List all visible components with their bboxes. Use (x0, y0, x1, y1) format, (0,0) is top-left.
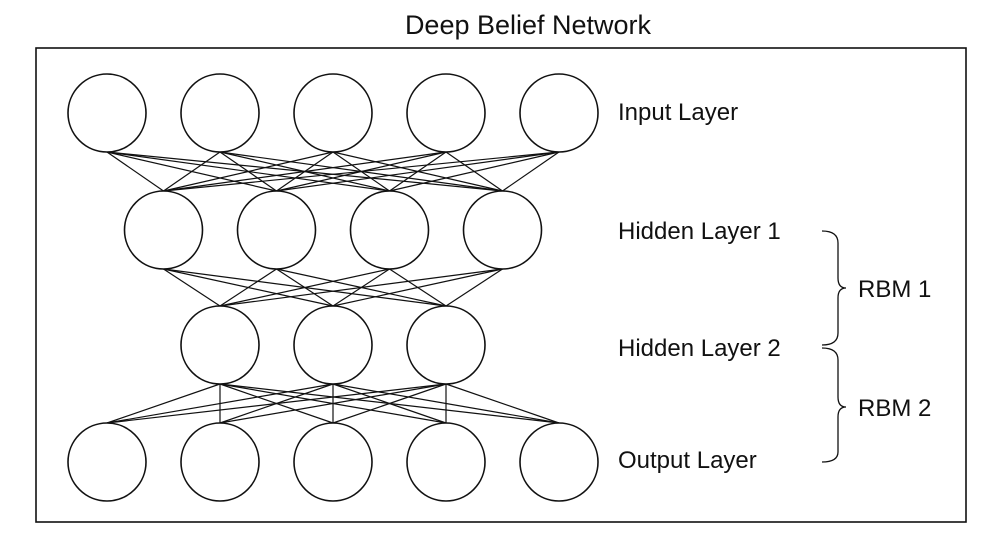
edge-input-1-to-hidden-1-1 (106, 151, 164, 192)
edge-input-5-to-hidden-1-3 (389, 151, 560, 192)
rbm-1-brace (821, 230, 847, 346)
edge-hidden-1-3-to-hidden-2-1 (219, 268, 390, 307)
connection-edges (106, 151, 560, 424)
edge-hidden-1-4-to-hidden-2-1 (219, 268, 503, 307)
node-hidden-1-1 (123, 190, 204, 270)
node-output-4 (406, 422, 486, 502)
edge-hidden-2-3-to-output-5 (445, 383, 560, 424)
network-frame (35, 47, 967, 523)
edge-hidden-1-2-to-hidden-2-1 (219, 268, 277, 307)
node-hidden-1-4 (462, 190, 543, 270)
diagram-title: Deep Belief Network (405, 10, 652, 40)
edge-input-2-to-hidden-1-1 (163, 151, 221, 192)
layer-label-hidden-1: Hidden Layer 1 (618, 218, 781, 245)
edge-hidden-2-2-to-output-1 (106, 383, 334, 424)
node-hidden-1-3 (349, 190, 430, 270)
edge-hidden-2-3-to-output-2 (219, 383, 447, 424)
edge-input-5-to-hidden-1-1 (163, 151, 560, 192)
node-input-2 (180, 73, 260, 153)
edge-hidden-1-4-to-hidden-2-2 (332, 268, 503, 307)
edge-hidden-2-3-to-output-1 (106, 383, 447, 424)
node-hidden-2-1 (180, 305, 260, 385)
node-output-3 (293, 422, 373, 502)
edge-input-5-to-hidden-1-2 (276, 151, 560, 192)
rbm-1-label: RBM 1 (858, 276, 931, 303)
layer-label-hidden-2: Hidden Layer 2 (618, 335, 781, 362)
edge-hidden-2-3-to-output-3 (332, 383, 447, 424)
edge-hidden-1-4-to-hidden-2-3 (445, 268, 503, 307)
neuron-nodes (67, 73, 599, 502)
node-input-1 (67, 73, 147, 153)
edge-input-4-to-hidden-1-1 (163, 151, 447, 192)
rbm-2-brace (821, 347, 847, 463)
edge-hidden-1-1-to-hidden-2-1 (163, 268, 221, 307)
edge-input-3-to-hidden-1-1 (163, 151, 334, 192)
edge-input-5-to-hidden-1-4 (502, 151, 560, 192)
node-output-1 (67, 422, 147, 502)
layer-label-output: Output Layer (618, 447, 757, 474)
node-input-4 (406, 73, 486, 153)
rbm-2-label: RBM 2 (858, 395, 931, 422)
node-input-5 (519, 73, 599, 153)
node-hidden-2-3 (406, 305, 486, 385)
node-output-5 (519, 422, 599, 502)
node-output-2 (180, 422, 260, 502)
node-input-3 (293, 73, 373, 153)
layer-label-input: Input Layer (618, 99, 738, 126)
node-hidden-2-2 (293, 305, 373, 385)
node-hidden-1-2 (236, 190, 317, 270)
edge-hidden-2-1-to-output-1 (106, 383, 221, 424)
